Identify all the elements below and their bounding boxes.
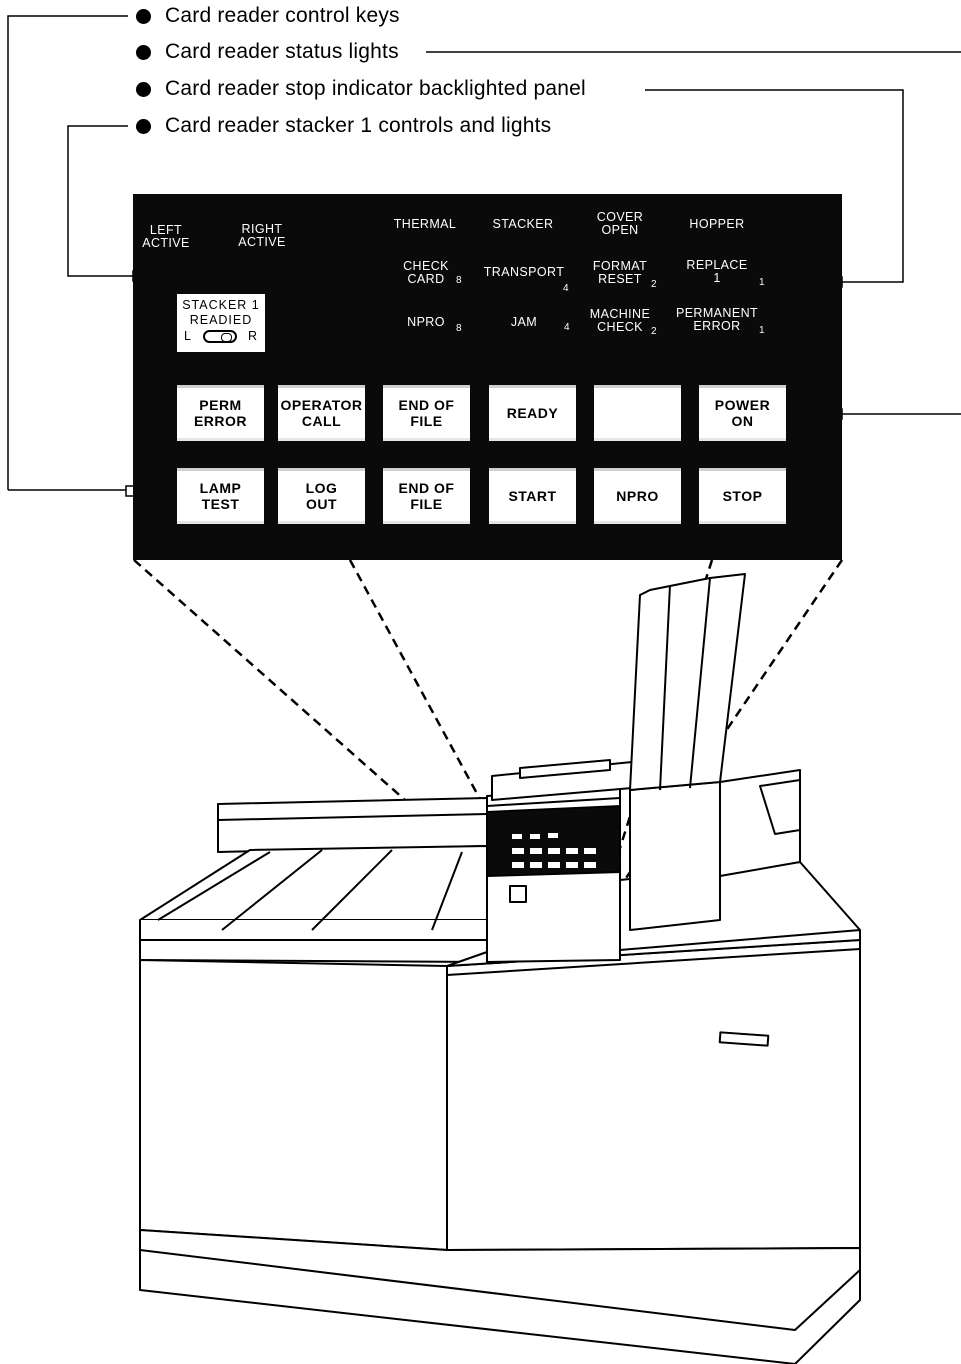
light-jam: JAM (510, 315, 538, 329)
stop-button[interactable]: STOP (699, 468, 786, 524)
light-machine-check: MACHINE CHECK (589, 307, 651, 334)
transport-number: 4 (563, 283, 569, 294)
bullet-dot (136, 118, 151, 134)
bullet-dot (136, 81, 151, 97)
npro-button[interactable]: NPRO (594, 468, 681, 524)
end-of-file-button[interactable]: END OF FILE (383, 468, 470, 524)
leader-control-keys (7, 15, 128, 490)
status-operator-call: OPERATOR CALL (278, 385, 365, 441)
log-out-button[interactable]: LOG OUT (278, 468, 365, 524)
stacker1-readied-switch[interactable]: STACKER 1 READIED L R (177, 294, 265, 352)
callout-control-keys: Card reader control keys (136, 1, 400, 31)
callout-status-lights: Card reader status lights (136, 37, 399, 67)
stacker-label: STACKER 1 (182, 298, 260, 312)
light-hopper: HOPPER (689, 217, 745, 231)
light-permanent-error: PERMANENT ERROR (675, 306, 759, 333)
check-card-number: 8 (456, 275, 462, 286)
callout-label: Card reader stop indicator backlighted p… (165, 77, 586, 100)
leader-stacker1 (67, 125, 133, 277)
status-blank (594, 385, 681, 441)
start-button[interactable]: START (489, 468, 576, 524)
callout-stacker1-controls: Card reader stacker 1 controls and light… (136, 111, 551, 141)
npro-number: 8 (456, 323, 462, 334)
light-check-card: CHECK CARD (403, 259, 449, 286)
bullet-dot (136, 8, 151, 24)
callout-label: Card reader control keys (165, 4, 400, 27)
light-cover-open: COVER OPEN (596, 210, 644, 237)
card-reader-panel: LEFT ACTIVE RIGHT ACTIVE THERMAL STACKER… (133, 194, 842, 560)
jam-number: 4 (564, 322, 570, 333)
light-thermal: THERMAL (393, 217, 457, 231)
light-replace: REPLACE 1 (686, 258, 748, 285)
light-format-reset: FORMAT RESET (592, 259, 648, 286)
status-end-of-file: END OF FILE (383, 385, 470, 441)
toggle-switch-icon[interactable] (202, 330, 237, 343)
bullet-dot (136, 44, 151, 60)
light-transport: TRANSPORT (483, 265, 565, 279)
status-ready: READY (489, 385, 576, 441)
machine-check-number: 2 (651, 326, 657, 337)
light-npro: NPRO (407, 315, 445, 329)
leader-stop-panel (645, 89, 904, 283)
status-perm-error: PERM ERROR (177, 385, 264, 441)
status-power-on: POWER ON (699, 385, 786, 441)
callout-label: Card reader stacker 1 controls and light… (165, 114, 552, 137)
light-left-active: LEFT ACTIVE (142, 223, 190, 250)
readied-label: READIED (189, 313, 253, 327)
switch-left-label: L (184, 329, 192, 343)
callout-stop-indicator-panel: Card reader stop indicator backlighted p… (136, 74, 586, 104)
replace-number: 1 (759, 277, 765, 288)
switch-right-label: R (247, 329, 258, 343)
format-reset-number: 2 (651, 279, 657, 290)
light-right-active: RIGHT ACTIVE (238, 222, 286, 249)
permanent-error-number: 1 (759, 325, 765, 336)
light-stacker: STACKER (492, 217, 554, 231)
lamp-test-button[interactable]: LAMP TEST (177, 468, 264, 524)
callout-label: Card reader status lights (165, 40, 399, 63)
